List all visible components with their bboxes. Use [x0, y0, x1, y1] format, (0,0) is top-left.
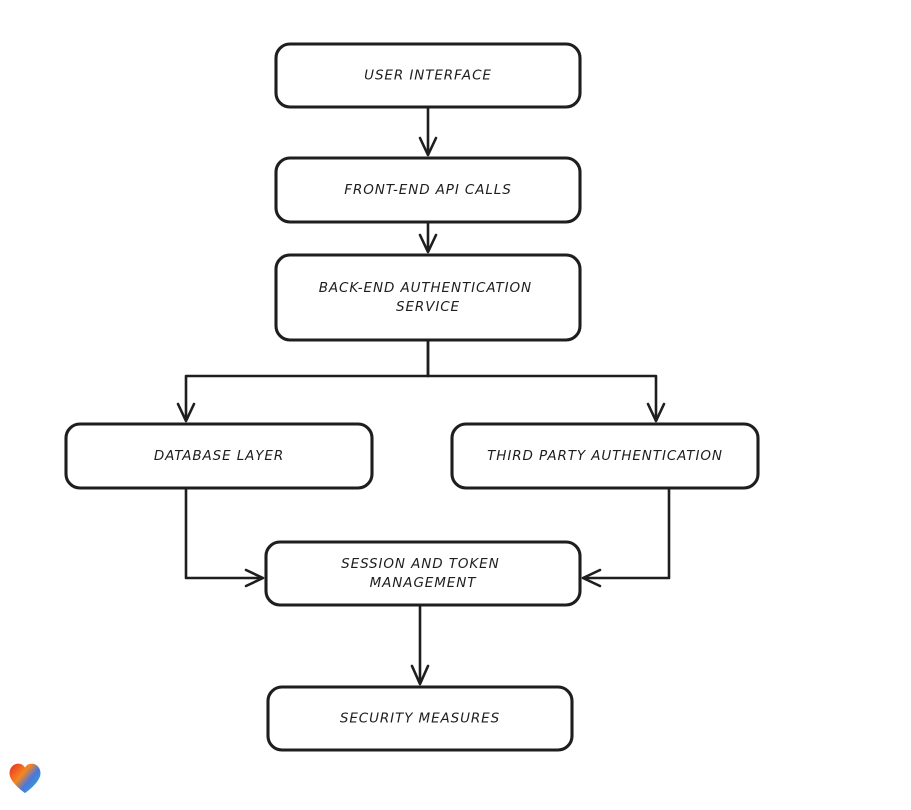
arrowhead-icon: [418, 233, 438, 254]
node-label: SECURITY MEASURES: [340, 711, 500, 727]
node-label-line: MANAGEMENT: [370, 575, 478, 591]
node-database-layer[interactable]: DATABASE LAYER: [64, 422, 374, 490]
node-shape[interactable]: [266, 685, 574, 752]
node-third-party-authentication[interactable]: THIRD PARTY AUTHENTICATION: [450, 422, 760, 490]
node-label-line: DATABASE LAYER: [154, 448, 284, 464]
node-shape[interactable]: [450, 422, 760, 490]
node-label: SESSION AND TOKEN MANAGEMENT: [341, 556, 505, 591]
node-shape[interactable]: [274, 253, 582, 342]
node-label-line: BACK-END AUTHENTICATION: [319, 280, 532, 296]
arrowhead-icon: [176, 402, 196, 423]
node-security-measures[interactable]: SECURITY MEASURES: [266, 685, 574, 752]
edges-layer: [176, 105, 671, 686]
node-user-interface[interactable]: USER INTERFACE: [274, 42, 582, 109]
edge-line: [184, 338, 430, 422]
node-label-line: FRONT-END API CALLS: [344, 182, 511, 198]
node-session-and-token-management[interactable]: SESSION AND TOKEN MANAGEMENT: [264, 540, 582, 607]
edge-thirdparty-to-session: [581, 486, 671, 588]
node-label-line: SERVICE: [396, 299, 460, 315]
arrowhead-icon: [418, 136, 438, 157]
arrowhead-icon: [244, 568, 265, 588]
node-label: USER INTERFACE: [364, 68, 492, 84]
arrowhead-icon: [646, 402, 666, 423]
node-label: THIRD PARTY AUTHENTICATION: [487, 448, 723, 464]
node-shape[interactable]: [264, 540, 582, 607]
node-label: BACK-END AUTHENTICATION SERVICE: [319, 280, 538, 315]
node-label: FRONT-END API CALLS: [344, 182, 511, 198]
edge-line: [184, 486, 264, 580]
node-label: DATABASE LAYER: [154, 448, 284, 464]
node-label-line: USER INTERFACE: [364, 68, 492, 84]
heart-icon: [9, 763, 41, 793]
edge-line: [582, 486, 671, 580]
node-front-end-api-calls[interactable]: FRONT-END API CALLS: [274, 156, 582, 224]
node-label-line: SESSION AND TOKEN: [341, 556, 499, 572]
edge-backend-to-thirdparty: [426, 338, 666, 423]
nodes-layer: USER INTERFACE FRONT-END API CALLS BACK-…: [64, 42, 760, 752]
arrowhead-icon: [410, 664, 430, 686]
node-back-end-authentication-service[interactable]: BACK-END AUTHENTICATION SERVICE: [274, 253, 582, 342]
edge-line: [426, 338, 658, 422]
edge-ui-to-api: [418, 105, 438, 157]
arrowhead-icon: [581, 568, 602, 588]
node-shape[interactable]: [274, 156, 582, 224]
edge-backend-to-database: [176, 338, 430, 423]
node-shape[interactable]: [274, 42, 582, 109]
node-label-line: THIRD PARTY AUTHENTICATION: [487, 448, 723, 464]
edge-session-to-security: [410, 603, 430, 686]
node-label-line: SECURITY MEASURES: [340, 711, 500, 727]
node-shape[interactable]: [64, 422, 374, 490]
edge-api-to-backend: [418, 220, 438, 254]
edge-database-to-session: [184, 486, 265, 588]
